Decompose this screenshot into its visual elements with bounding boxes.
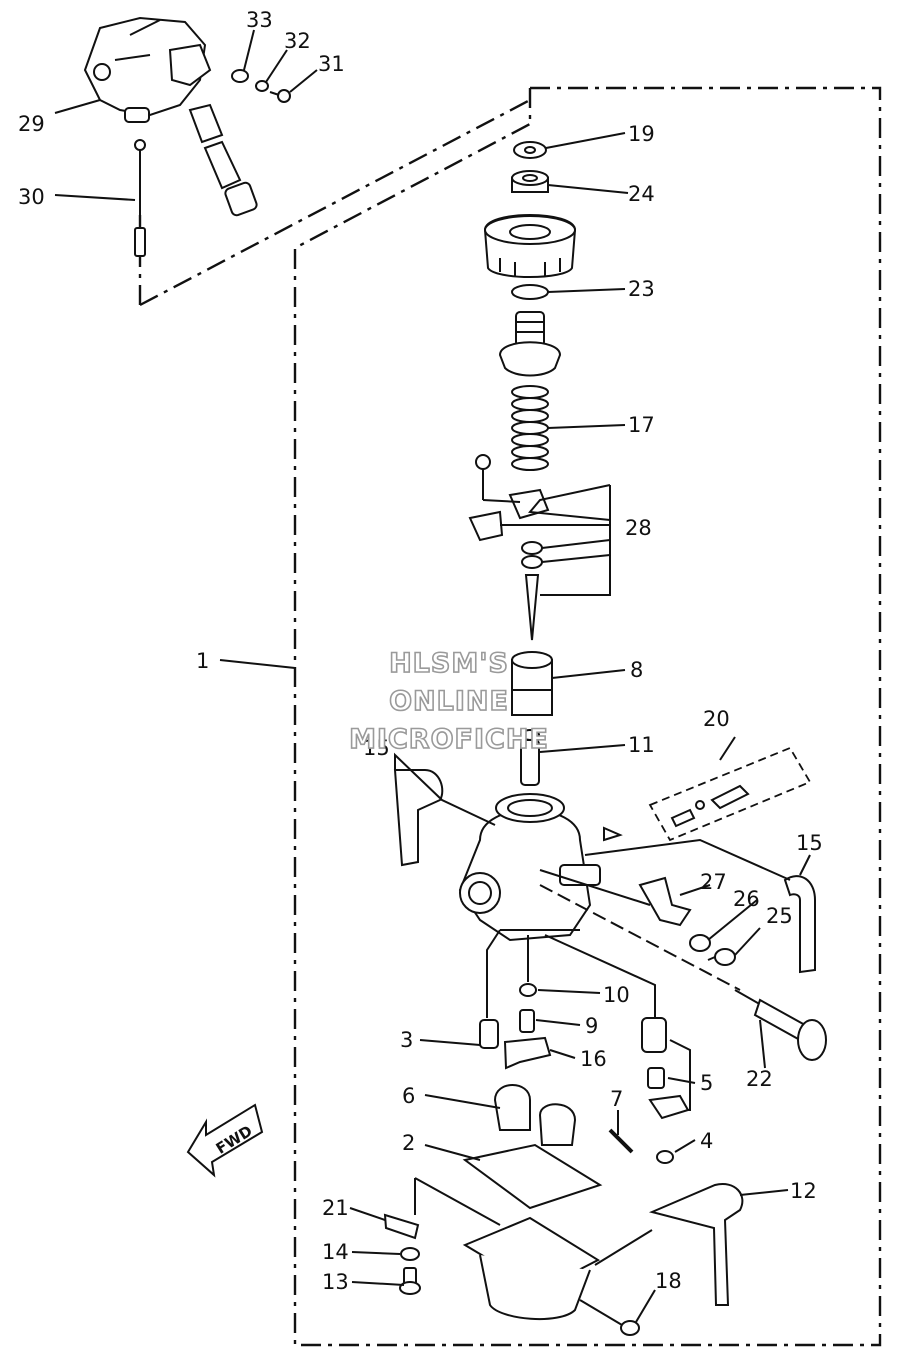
callout-18: 18 (655, 1269, 682, 1293)
callout-16: 16 (580, 1047, 607, 1071)
callout-30: 30 (18, 185, 45, 209)
callout-26: 26 (733, 887, 760, 911)
part-2-gasket (462, 1143, 603, 1210)
callout-33: 33 (246, 8, 273, 32)
callout-22: 22 (746, 1067, 773, 1091)
watermark-line-2: ONLINE (389, 686, 509, 717)
part-19-washer (513, 141, 547, 159)
callout-27: 27 (700, 870, 727, 894)
part-20-pilot-screw-set (603, 746, 812, 842)
part-7-pin (608, 1128, 634, 1154)
watermark-line-1: HLSM'S (389, 648, 509, 679)
part-3-main-jet (479, 1019, 499, 1049)
callout-17: 17 (628, 413, 655, 437)
part-26-washer (689, 934, 711, 952)
part-14-washer (400, 1247, 420, 1261)
callout-14: 14 (322, 1240, 349, 1264)
callout-8: 8 (630, 658, 643, 682)
part-28-needle-set (468, 454, 550, 641)
part-8-throttle-valve (511, 651, 553, 716)
part-16-plate (503, 1036, 552, 1070)
part-30-cable (134, 139, 146, 257)
part-6-float (493, 1084, 577, 1146)
part-21-plate (383, 1213, 420, 1240)
part-15-hose-right (783, 875, 816, 974)
part-15-hose-left (393, 769, 444, 867)
callout-15-left: 15 (363, 736, 390, 760)
part-10-washer (519, 983, 537, 997)
fwd-direction-arrow: FWD (186, 1103, 264, 1178)
part-24-nut (511, 170, 549, 193)
part-25-screw (707, 948, 736, 966)
part-12-drain-hose (648, 1183, 744, 1306)
callout-20: 20 (703, 707, 730, 731)
part-31-33-fasteners (231, 69, 291, 103)
callout-7: 7 (610, 1087, 623, 1111)
callout-9: 9 (585, 1014, 598, 1038)
part-29-throttle-housing (83, 16, 258, 217)
part-27-bracket (638, 876, 692, 927)
watermark: HLSM'S ONLINE MICROFICHE (348, 647, 549, 756)
callout-6: 6 (402, 1084, 415, 1108)
callout-4: 4 (700, 1129, 713, 1153)
part-11-needle-jet (520, 729, 540, 786)
part-4-screw (656, 1150, 674, 1164)
watermark-line-3: MICROFICHE (349, 724, 549, 755)
callout-25: 25 (766, 904, 793, 928)
callout-28: 28 (625, 516, 652, 540)
callout-10: 10 (603, 983, 630, 1007)
part-23-o-ring (511, 284, 549, 300)
callout-29: 29 (18, 112, 45, 136)
callout-labels: 1 2 3 4 5 6 7 8 9 10 11 12 13 14 15 15 1… (18, 8, 823, 1294)
part-5-float-valve (641, 1017, 690, 1120)
callout-2: 2 (402, 1131, 415, 1155)
part-cable-guide (498, 311, 562, 377)
callout-24: 24 (628, 182, 655, 206)
part-1-carburetor-body (458, 793, 601, 942)
part-13-screw (399, 1267, 421, 1295)
callout-13: 13 (322, 1270, 349, 1294)
callout-5: 5 (700, 1071, 713, 1095)
assembly-boundary (138, 86, 882, 1347)
callout-23: 23 (628, 277, 655, 301)
callout-1: 1 (196, 649, 209, 673)
callout-19: 19 (628, 122, 655, 146)
part-9-pilot-jet (519, 1009, 535, 1033)
leader-lines (54, 29, 811, 1326)
callout-31: 31 (318, 52, 345, 76)
part-22-throttle-stop-screw (734, 989, 827, 1061)
callout-21: 21 (322, 1196, 349, 1220)
callout-32: 32 (284, 29, 311, 53)
part-float-chamber (462, 1216, 601, 1321)
part-17-spring (511, 385, 549, 471)
part-mixing-chamber-cap (483, 214, 577, 278)
callout-11: 11 (628, 733, 655, 757)
callout-12: 12 (790, 1179, 817, 1203)
callout-3: 3 (400, 1028, 413, 1052)
callout-15-right: 15 (796, 831, 823, 855)
part-18-screw (620, 1320, 640, 1336)
